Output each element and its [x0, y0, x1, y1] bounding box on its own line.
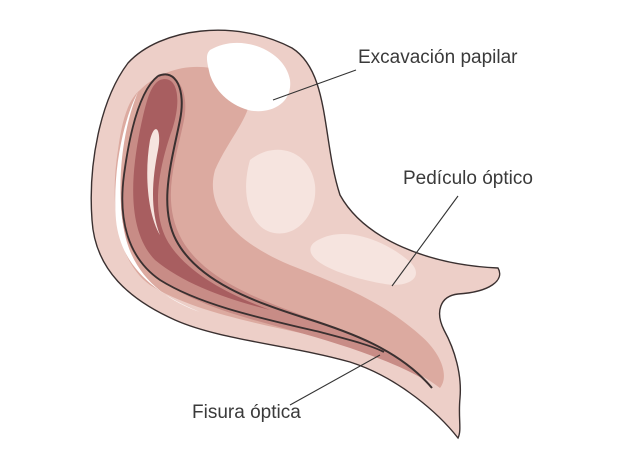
inner-pale-sliver	[147, 129, 160, 235]
optic-fissure-edge-line	[157, 73, 433, 389]
optic-cup-pale-center	[246, 149, 316, 234]
leader-optic-stalk	[391, 195, 459, 287]
label-optic-cup: Excavación papilar	[358, 47, 518, 68]
optic-stalk-highlight	[310, 233, 416, 285]
optic-cup-highlight-top	[206, 42, 291, 112]
leader-optic-cup	[272, 69, 357, 101]
deep-layer	[133, 79, 270, 311]
optic-fissure-inner-line	[121, 75, 385, 353]
label-optic-fissure: Fisura óptica	[192, 402, 301, 423]
label-optic-stalk: Pedículo óptico	[403, 168, 533, 189]
leader-optic-fissure	[289, 354, 381, 406]
optic-cup-mid-layer	[114, 66, 444, 388]
